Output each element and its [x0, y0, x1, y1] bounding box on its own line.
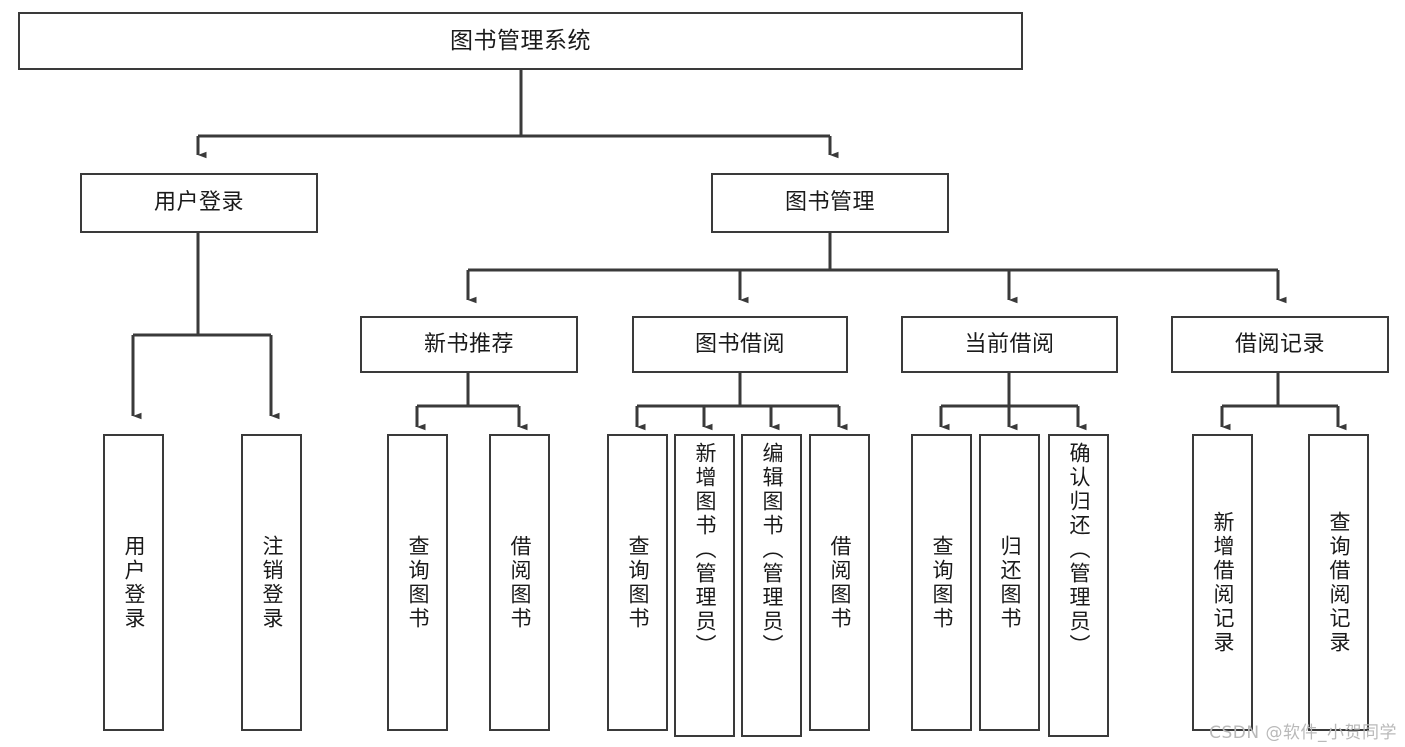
leaf-label: 确认归还（管理员）	[1067, 442, 1091, 658]
leaf-label: 借阅图书	[828, 534, 852, 631]
leaf-query-book-recommend[interactable]: 查询图书	[387, 434, 448, 731]
node-borrowing-record[interactable]: 借阅记录	[1171, 316, 1389, 373]
node-label: 新书推荐	[423, 331, 514, 357]
leaf-label: 新增借阅记录	[1211, 510, 1235, 655]
node-label: 用户登录	[153, 190, 244, 216]
leaf-logout[interactable]: 注销登录	[241, 434, 302, 731]
leaf-label: 编辑图书（管理员）	[760, 442, 784, 658]
leaf-borrow-book-recommend[interactable]: 借阅图书	[489, 434, 550, 731]
node-label: 当前借阅	[964, 331, 1055, 357]
leaf-confirm-return-admin[interactable]: 确认归还（管理员）	[1048, 434, 1109, 737]
leaf-label: 借阅图书	[508, 534, 532, 631]
node-root-book-management-system[interactable]: 图书管理系统	[18, 12, 1023, 70]
leaf-edit-book-admin[interactable]: 编辑图书（管理员）	[741, 434, 802, 737]
leaf-add-borrow-record[interactable]: 新增借阅记录	[1192, 434, 1253, 731]
leaf-label: 归还图书	[998, 534, 1022, 631]
leaf-label: 注销登录	[260, 534, 284, 631]
node-label: 图书管理	[784, 190, 875, 216]
node-new-book-recommendation[interactable]: 新书推荐	[360, 316, 578, 373]
leaf-label: 查询借阅记录	[1327, 510, 1351, 655]
leaf-user-login[interactable]: 用户登录	[103, 434, 164, 731]
node-user-login[interactable]: 用户登录	[80, 173, 318, 233]
leaf-label: 查询图书	[406, 534, 430, 631]
leaf-query-book-borrow[interactable]: 查询图书	[607, 434, 668, 731]
leaf-return-book[interactable]: 归还图书	[979, 434, 1040, 731]
node-label: 图书管理系统	[450, 27, 591, 54]
leaf-query-book-current[interactable]: 查询图书	[911, 434, 972, 731]
node-book-management[interactable]: 图书管理	[711, 173, 949, 233]
node-label: 图书借阅	[694, 331, 785, 357]
leaf-borrow-book[interactable]: 借阅图书	[809, 434, 870, 731]
leaf-label: 查询图书	[626, 534, 650, 631]
leaf-label: 用户登录	[122, 534, 146, 631]
node-label: 借阅记录	[1234, 331, 1325, 357]
node-current-borrowing[interactable]: 当前借阅	[901, 316, 1118, 373]
node-book-borrowing[interactable]: 图书借阅	[632, 316, 848, 373]
leaf-add-book-admin[interactable]: 新增图书（管理员）	[674, 434, 735, 737]
leaf-label: 查询图书	[930, 534, 954, 631]
tree-edges	[131, 70, 1347, 431]
leaf-label: 新增图书（管理员）	[693, 442, 717, 658]
leaf-query-borrow-record[interactable]: 查询借阅记录	[1308, 434, 1369, 731]
